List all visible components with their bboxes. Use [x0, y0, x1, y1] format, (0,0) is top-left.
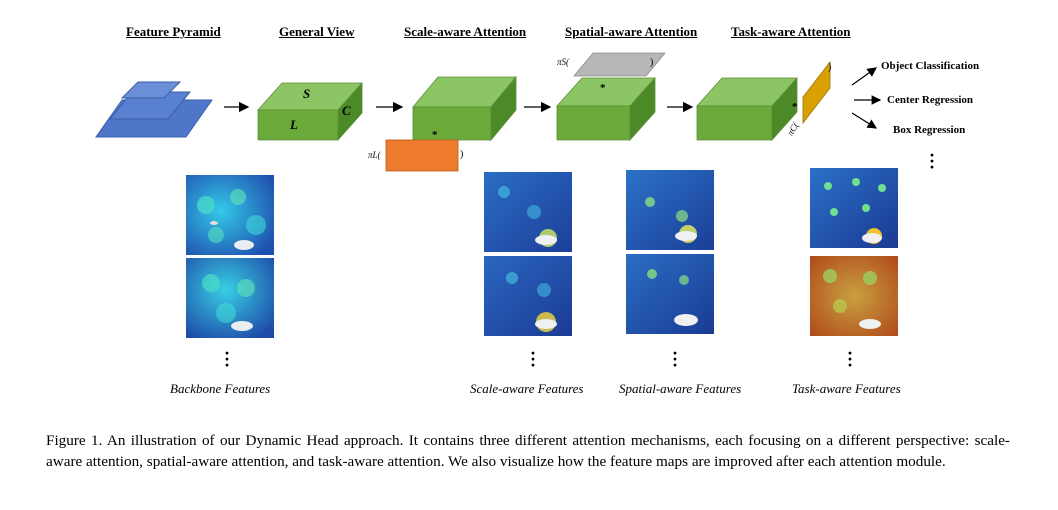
label-spatial-aware-features: Spatial-aware Features: [619, 381, 742, 396]
scale-feature-map-1: [484, 172, 572, 252]
output-center-regression: Center Regression: [887, 94, 974, 106]
backbone-feature-map-1: [186, 175, 274, 255]
task-aware-cube: [696, 76, 798, 142]
feature-pyramid-icon: [95, 81, 213, 138]
task-attention-plane: [802, 60, 831, 125]
header-task-aware-attention: Task-aware Attention: [731, 24, 851, 39]
header-scale-aware-attention: Scale-aware Attention: [404, 24, 527, 39]
output-object-classification: Object Classification: [881, 60, 980, 72]
label-task-aware-features: Task-aware Features: [792, 381, 901, 396]
backbone-more-icon: ···: [223, 343, 230, 375]
cube-letter-c: C: [342, 103, 351, 118]
outputs-more-icon: ···: [928, 145, 935, 177]
pi-task-close: ): [828, 62, 832, 73]
cube-letter-l: L: [290, 117, 298, 132]
spatial-feature-map-1: [626, 170, 714, 250]
pi-scale-label: πL(: [368, 150, 381, 160]
pi-scale-close: ): [460, 149, 464, 160]
header-general-view: General View: [279, 24, 355, 39]
scale-feature-map-2: [484, 256, 572, 336]
arrow-classification: [851, 67, 877, 86]
arrow-box: [851, 112, 878, 129]
header-feature-pyramid: Feature Pyramid: [126, 24, 221, 39]
scale-aware-cube: [412, 75, 517, 142]
scale-more-icon: ···: [529, 343, 536, 375]
pi-spatial-close: ): [650, 57, 654, 68]
spatial-feature-map-2: [626, 254, 714, 334]
pi-spatial-label: πS(: [557, 57, 570, 67]
cube-letter-s: S: [303, 86, 311, 101]
figure-caption: Figure 1. An illustration of our Dynamic…: [46, 432, 1010, 470]
spatial-aware-cube: [556, 76, 656, 142]
backbone-feature-map-2: [186, 258, 274, 338]
task-feature-map-2: [810, 256, 898, 336]
scale-attention-rect: [385, 139, 459, 172]
label-backbone-features: Backbone Features: [170, 381, 271, 396]
operator-spatial: *: [600, 82, 606, 94]
spatial-attention-plane: [573, 52, 666, 77]
task-more-icon: ···: [846, 343, 853, 375]
general-view-cube: [257, 81, 363, 142]
task-feature-map-1: [810, 168, 898, 248]
operator-task: *: [792, 101, 798, 113]
pipeline-diagram: [95, 52, 882, 172]
header-spatial-aware-attention: Spatial-aware Attention: [565, 24, 698, 39]
label-scale-aware-features: Scale-aware Features: [470, 381, 584, 396]
spatial-more-icon: ···: [671, 343, 678, 375]
output-box-regression: Box Regression: [893, 124, 966, 136]
operator-scale: *: [432, 129, 438, 141]
